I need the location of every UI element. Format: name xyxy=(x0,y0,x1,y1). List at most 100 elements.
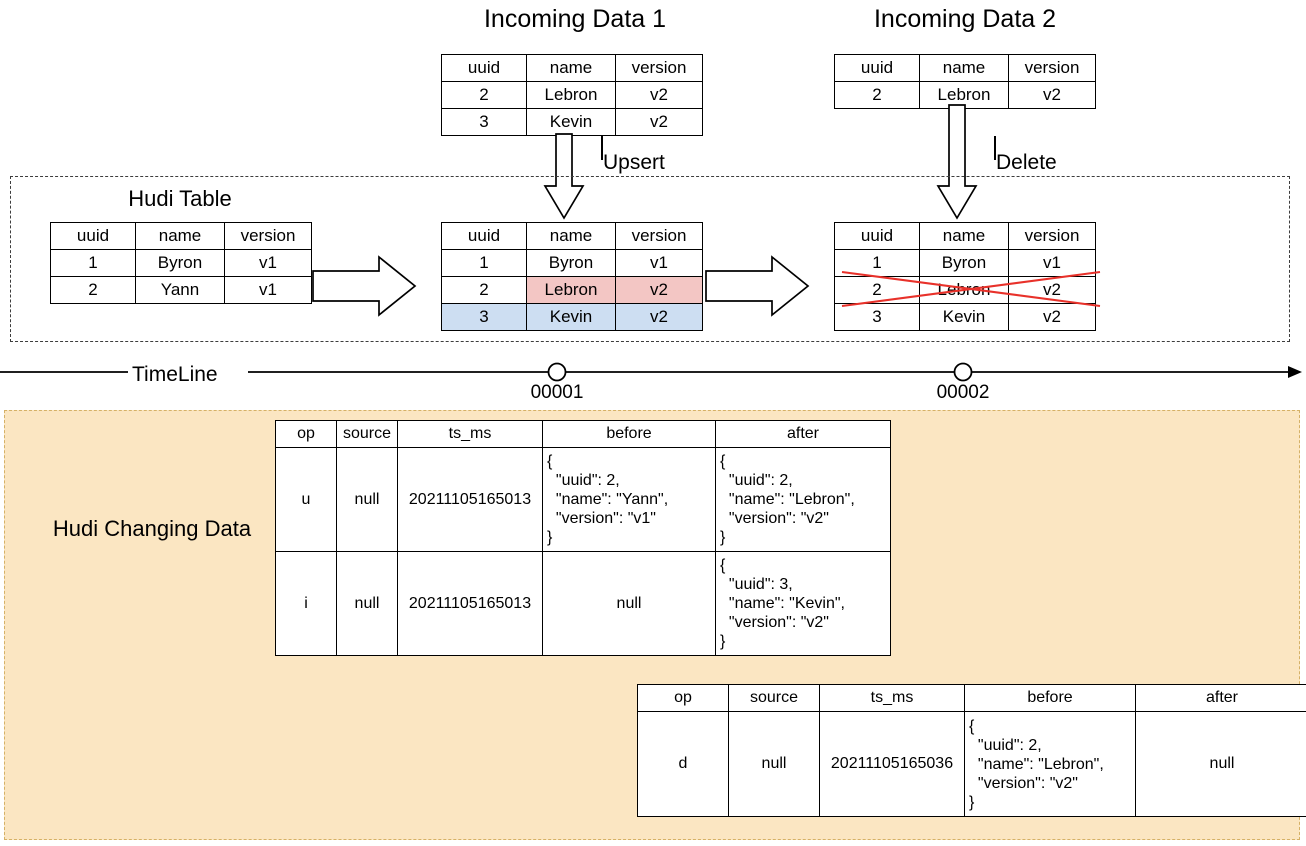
table-header-row: uuid name version xyxy=(834,54,1096,82)
cell-source: null xyxy=(336,447,398,552)
cell-version: v2 xyxy=(615,81,703,109)
column-header-version: version xyxy=(615,222,703,250)
incoming-data-1-title: Incoming Data 1 xyxy=(483,5,667,33)
cell-name: Byron xyxy=(919,249,1009,277)
delete-tick-line xyxy=(994,136,996,160)
hudi-after-upsert-table: uuid name version 1 Byron v1 2 Lebron v2… xyxy=(441,222,703,331)
table-row: 1 Byron v1 xyxy=(441,249,703,277)
column-header-version: version xyxy=(224,222,312,250)
cell-version: v2 xyxy=(615,108,703,136)
column-header-version: version xyxy=(615,54,703,82)
cell-source: null xyxy=(728,711,820,817)
column-header-ts-ms: ts_ms xyxy=(397,420,543,448)
cell-before: { "uuid": 2, "name": "Yann", "version": … xyxy=(542,447,716,552)
table-row: 1 Byron v1 xyxy=(834,249,1096,277)
table-header-row: op source ts_ms before after xyxy=(275,420,891,448)
hudi-table-region xyxy=(10,176,1290,342)
table-row: i null 20211105165013 null { "uuid": 3, … xyxy=(275,551,891,656)
column-header-uuid: uuid xyxy=(834,54,920,82)
cell-uuid: 3 xyxy=(441,303,527,331)
timeline-tick-00002: 00002 xyxy=(936,382,990,403)
column-header-name: name xyxy=(919,222,1009,250)
column-header-after: after xyxy=(1135,684,1306,712)
cell-version: v2 xyxy=(1008,81,1096,109)
cell-version: v1 xyxy=(615,249,703,277)
upsert-label: Upsert xyxy=(603,151,665,174)
transition-arrow-upsert xyxy=(312,255,417,317)
transition-arrow-delete xyxy=(705,255,810,317)
cell-uuid: 1 xyxy=(50,249,136,277)
cell-version: v2 xyxy=(615,303,703,331)
cell-op: d xyxy=(637,711,729,817)
timeline-axis xyxy=(0,362,1302,382)
deleted-row-strikeout-icon xyxy=(841,270,1101,308)
cell-name: Kevin xyxy=(526,303,616,331)
table-row: 3 Kevin v2 xyxy=(834,303,1096,331)
column-header-before: before xyxy=(964,684,1136,712)
cell-version: v2 xyxy=(1008,276,1096,304)
column-header-before: before xyxy=(542,420,716,448)
table-row: u null 20211105165013 { "uuid": 2, "name… xyxy=(275,447,891,552)
column-header-uuid: uuid xyxy=(441,54,527,82)
cell-ts-ms: 20211105165036 xyxy=(819,711,965,817)
cell-uuid: 2 xyxy=(441,276,527,304)
table-header-row: uuid name version xyxy=(50,222,312,250)
cell-op: i xyxy=(275,551,337,656)
table-row-inserted: 3 Kevin v2 xyxy=(441,303,703,331)
column-header-after: after xyxy=(715,420,891,448)
column-header-source: source xyxy=(336,420,398,448)
cell-name: Kevin xyxy=(526,108,616,136)
hudi-table-label: Hudi Table xyxy=(128,186,232,211)
cell-uuid: 2 xyxy=(50,276,136,304)
table-row: 1 Byron v1 xyxy=(50,249,312,277)
cell-uuid: 3 xyxy=(441,108,527,136)
table-header-row: uuid name version xyxy=(441,222,703,250)
column-header-uuid: uuid xyxy=(441,222,527,250)
incoming-data-1-table: uuid name version 2 Lebron v2 3 Kevin v2 xyxy=(441,54,703,136)
cell-name: Byron xyxy=(526,249,616,277)
cell-uuid: 2 xyxy=(441,81,527,109)
upsert-tick-line xyxy=(601,136,603,160)
delete-label: Delete xyxy=(996,151,1057,174)
column-header-ts-ms: ts_ms xyxy=(819,684,965,712)
cdc-table-commit-00002: op source ts_ms before after d null 2021… xyxy=(637,684,1306,817)
cell-name: Lebron xyxy=(526,81,616,109)
cell-uuid: 1 xyxy=(441,249,527,277)
cell-name: Kevin xyxy=(919,303,1009,331)
cell-version: v1 xyxy=(1008,249,1096,277)
table-row: 2 Lebron v2 xyxy=(441,81,703,109)
column-header-uuid: uuid xyxy=(50,222,136,250)
cell-source: null xyxy=(336,551,398,656)
cell-version: v2 xyxy=(1008,303,1096,331)
cell-version: v2 xyxy=(615,276,703,304)
table-header-row: uuid name version xyxy=(441,54,703,82)
cell-ts-ms: 20211105165013 xyxy=(397,551,543,656)
timeline-tick-00001: 00001 xyxy=(530,382,584,403)
cell-version: v1 xyxy=(224,276,312,304)
cell-uuid: 2 xyxy=(834,276,920,304)
cell-name: Yann xyxy=(135,276,225,304)
cell-name: Byron xyxy=(135,249,225,277)
column-header-op: op xyxy=(637,684,729,712)
table-row: 3 Kevin v2 xyxy=(441,108,703,136)
table-row-deleted: 2 Lebron v2 xyxy=(834,276,1096,304)
hudi-changing-data-label: Hudi Changing Data xyxy=(52,516,252,541)
column-header-version: version xyxy=(1008,54,1096,82)
incoming-data-2-table: uuid name version 2 Lebron v2 xyxy=(834,54,1096,109)
delete-down-arrow xyxy=(936,104,978,220)
column-header-op: op xyxy=(275,420,337,448)
table-row: d null 20211105165036 { "uuid": 2, "name… xyxy=(637,711,1306,817)
cell-after: null xyxy=(1135,711,1306,817)
column-header-name: name xyxy=(526,222,616,250)
cdc-table-commit-00001: op source ts_ms before after u null 2021… xyxy=(275,420,891,656)
column-header-name: name xyxy=(135,222,225,250)
column-header-uuid: uuid xyxy=(834,222,920,250)
cell-name: Lebron xyxy=(526,276,616,304)
column-header-name: name xyxy=(526,54,616,82)
table-row: 2 Yann v1 xyxy=(50,276,312,304)
cell-after: { "uuid": 3, "name": "Kevin", "version":… xyxy=(715,551,891,656)
table-header-row: uuid name version xyxy=(834,222,1096,250)
column-header-name: name xyxy=(919,54,1009,82)
table-header-row: op source ts_ms before after xyxy=(637,684,1306,712)
cell-ts-ms: 20211105165013 xyxy=(397,447,543,552)
